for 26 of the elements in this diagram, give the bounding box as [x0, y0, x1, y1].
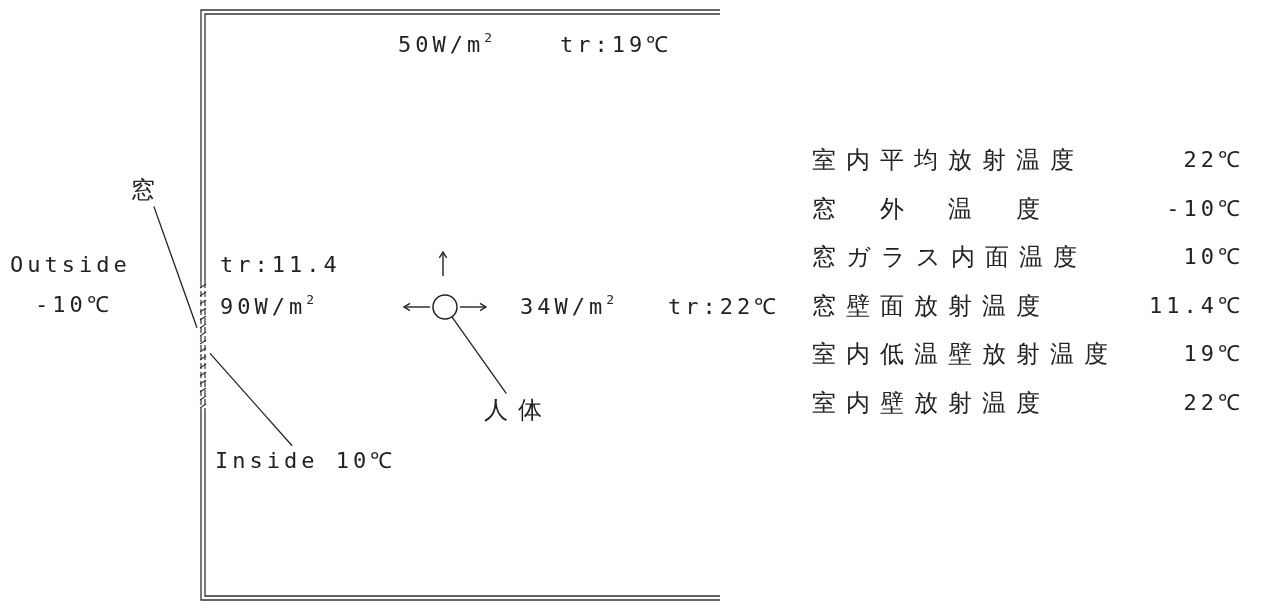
radiant-temperature-value: tr:11.4 — [220, 251, 341, 279]
human-body-label: 人体 — [484, 395, 552, 425]
leader-line — [451, 316, 508, 395]
table-item-name: 窓ガラス内面温度 — [812, 242, 1087, 272]
inside-temperature-label: Inside 10℃ — [215, 447, 397, 475]
heat-flux-value: 34W/m$^{2}$ — [520, 293, 619, 321]
table-item-name: 室内平均放射温度 — [812, 145, 1084, 175]
heat-flux-value: 50W/m$^{2}$ — [398, 31, 497, 59]
table-item-value: 19℃ — [1183, 340, 1244, 368]
table-item-value: 22℃ — [1183, 146, 1244, 174]
window-label: 窓 — [131, 175, 165, 205]
leader-line — [209, 352, 293, 447]
radiant-temperature-value: tr:19℃ — [560, 31, 673, 59]
table-item-name: 窓外温度 — [812, 194, 1084, 223]
table-item-name: 窓壁面放射温度 — [812, 291, 1050, 320]
table-item-name: 室内低温壁放射温度 — [812, 339, 1118, 369]
heat-flux-value: 90W/m$^{2}$ — [220, 293, 319, 321]
leader-line — [153, 205, 198, 329]
outside-temperature: -10℃ — [35, 291, 113, 319]
table-item-name: 室内壁放射温度 — [812, 388, 1050, 417]
table-item-value: 22℃ — [1183, 389, 1244, 416]
table-item-value: -10℃ — [1166, 195, 1244, 222]
radiant-temperature-value: tr:22℃ — [668, 293, 781, 321]
table-item-value: 11.4℃ — [1149, 292, 1244, 319]
table-item-value: 10℃ — [1183, 243, 1244, 271]
outside-label: Outside — [10, 251, 131, 279]
